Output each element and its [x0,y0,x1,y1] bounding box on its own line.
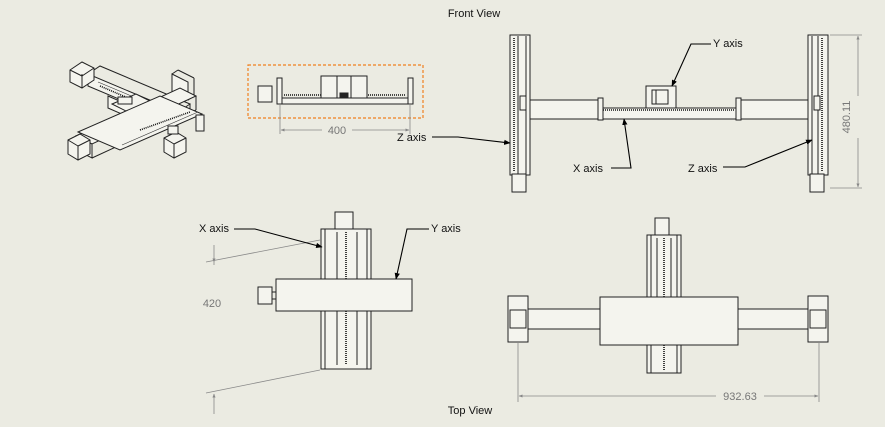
label-x-axis-front: X axis [573,163,603,175]
label-x-axis-top: X axis [199,223,229,235]
right-top-view[interactable]: 932.63 [507,217,829,403]
label-z-axis-left: Z axis [397,132,427,144]
small-front-view[interactable]: 400 [247,64,424,137]
left-top-view[interactable]: 420 X axis Y axis [199,211,461,414]
front-view[interactable]: 480.11 Y axis Z axis X axis Z axis [397,34,865,193]
dim-480: 480.11 [841,101,853,134]
label-y-axis-front: Y axis [713,38,743,50]
dim-400: 400 [328,125,346,137]
label-y-axis-top: Y axis [431,223,461,235]
top-view-title: Top View [448,405,492,417]
label-z-axis-right: Z axis [688,163,718,175]
dim-932: 932.63 [723,391,757,403]
selection-box [247,64,424,119]
isometric-view[interactable] [67,61,205,161]
front-view-title: Front View [448,8,500,20]
dim-420: 420 [203,298,221,310]
